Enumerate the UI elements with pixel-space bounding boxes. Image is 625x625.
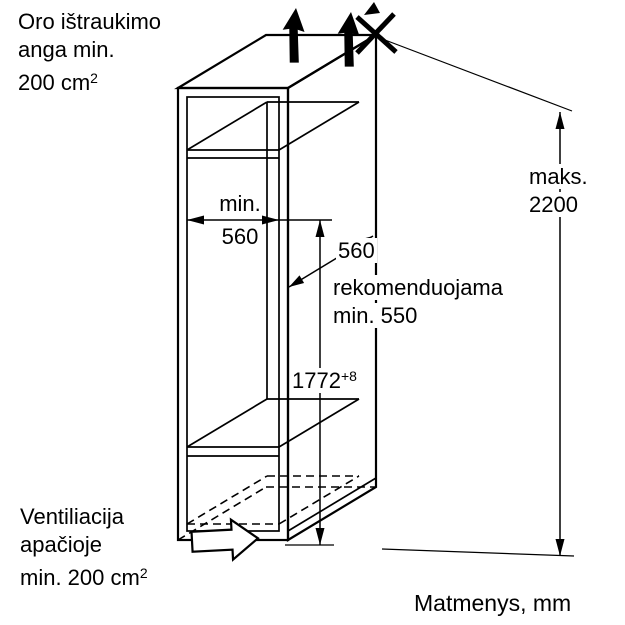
depth-note-line2: min. 550	[331, 303, 420, 328]
niche-width-label: min.	[219, 191, 261, 216]
units-note: Matmenys, mm	[414, 590, 572, 616]
ventilation-label: Ventiliacija apačioje min. 200 cm2	[20, 503, 148, 592]
depth-value-label: 560	[336, 238, 377, 263]
airflow-up-arrow-icon	[337, 12, 360, 67]
niche-height-label: 1772+8	[290, 368, 359, 393]
air-extraction-line2: anga min.	[18, 37, 115, 62]
ventilation-sup: 2	[139, 565, 148, 581]
air-extraction-value: 200 cm2	[18, 70, 98, 95]
no-airflow-icon	[355, 12, 398, 55]
air-extraction-line1: Oro ištraukimo	[18, 9, 162, 34]
airflow-up-arrow-icon	[282, 8, 305, 63]
overall-height-label: maks.	[527, 164, 590, 189]
no-airflow-arrowhead-icon	[364, 2, 380, 15]
overall-height-value: 2200	[527, 192, 580, 217]
vent-inflow-arrow-icon	[190, 517, 260, 562]
air-extraction-sup: 2	[90, 70, 98, 86]
ventilation-line1: Ventiliacija	[20, 504, 124, 529]
niche-width-value: 560	[221, 224, 259, 249]
ventilation-value: min. 200 cm2	[20, 565, 148, 590]
air-extraction-label: Oro ištraukimo anga min. 200 cm2	[18, 8, 161, 97]
airflow-icons	[282, 2, 398, 67]
depth-note-line1: rekomenduojama	[331, 275, 505, 300]
niche-height-tolerance: +8	[340, 368, 357, 384]
ventilation-line2: apačioje	[20, 532, 102, 557]
